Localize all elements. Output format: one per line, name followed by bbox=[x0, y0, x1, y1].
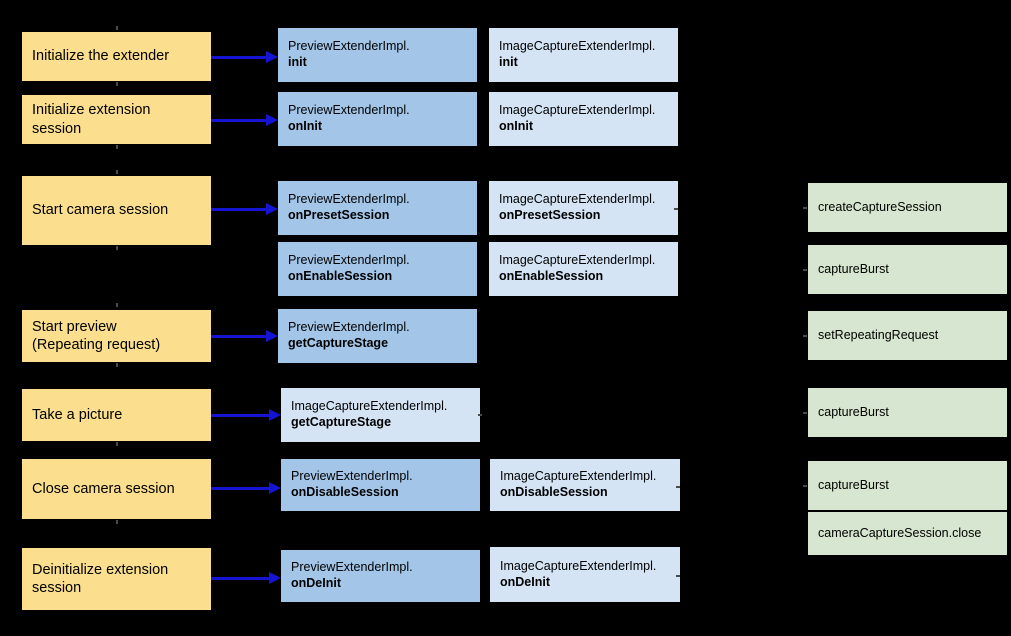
camera2-box-setrepeatingrequest: setRepeatingRequest bbox=[808, 311, 1007, 360]
camera2-label: setRepeatingRequest bbox=[818, 327, 939, 342]
preview-extender-box-init: PreviewExtenderImpl. init bbox=[278, 28, 477, 82]
stage-label-line: Initialize the extender bbox=[32, 48, 170, 65]
image-capture-extender-box-getcapturestage: ImageCaptureExtenderImpl. getCaptureStag… bbox=[281, 388, 480, 442]
preview-extender-method: onDisableSession bbox=[291, 485, 399, 499]
connector-tick bbox=[116, 363, 118, 367]
connector-tick bbox=[803, 412, 807, 414]
stage-box-deinitialize-extension-session: Deinitialize extension session bbox=[22, 548, 211, 610]
preview-extender-method: init bbox=[288, 55, 307, 69]
connector-tick bbox=[116, 82, 118, 86]
image-capture-extender-method: onPresetSession bbox=[499, 208, 601, 222]
stage-label-line: Take a picture bbox=[32, 406, 123, 423]
connector-tick bbox=[116, 26, 118, 30]
camera2-label: cameraCaptureSession.close bbox=[818, 525, 982, 540]
image-capture-extender-class: ImageCaptureExtenderImpl. bbox=[499, 192, 656, 207]
preview-extender-box-onpresetsession: PreviewExtenderImpl. onPresetSession bbox=[278, 181, 477, 235]
camera2-box-captureburst-3: captureBurst bbox=[808, 461, 1007, 510]
image-capture-extender-class: ImageCaptureExtenderImpl. bbox=[500, 469, 657, 484]
preview-extender-box-ondisablesession: PreviewExtenderImpl. onDisableSession bbox=[281, 459, 480, 511]
camera2-box-cameracapturesession-close: cameraCaptureSession.close bbox=[808, 512, 1007, 555]
image-capture-extender-box-onpresetsession: ImageCaptureExtenderImpl. onPresetSessio… bbox=[489, 181, 678, 235]
connector-tick bbox=[803, 207, 807, 209]
camera2-label: captureBurst bbox=[818, 477, 889, 492]
connector-tick bbox=[676, 575, 680, 577]
image-capture-extender-method: onDisableSession bbox=[500, 485, 608, 499]
connector-tick bbox=[116, 520, 118, 524]
preview-extender-box-oninit: PreviewExtenderImpl. onInit bbox=[278, 92, 477, 146]
preview-extender-class: PreviewExtenderImpl. bbox=[288, 192, 410, 207]
connector-tick bbox=[478, 414, 482, 416]
image-capture-extender-box-ondisablesession: ImageCaptureExtenderImpl. onDisableSessi… bbox=[490, 459, 680, 511]
preview-extender-class: PreviewExtenderImpl. bbox=[288, 103, 410, 118]
preview-extender-box-ondeinit: PreviewExtenderImpl. onDeInit bbox=[281, 550, 480, 602]
image-capture-extender-method: onDeInit bbox=[500, 574, 550, 589]
stage-label-line: Close camera session bbox=[32, 480, 175, 497]
stage-box-close-camera-session: Close camera session bbox=[22, 459, 211, 519]
preview-extender-class: PreviewExtenderImpl. bbox=[291, 469, 413, 484]
stage-label-line: session bbox=[32, 120, 82, 137]
stage-label-line: Start camera session bbox=[32, 202, 169, 219]
stage-label-line: Deinitialize extension bbox=[32, 561, 169, 578]
connector-tick bbox=[116, 442, 118, 446]
stage-box-take-a-picture: Take a picture bbox=[22, 389, 211, 441]
image-capture-extender-box-init: ImageCaptureExtenderImpl. init bbox=[489, 28, 678, 82]
stage-box-initialize-the-extender: Initialize the extender bbox=[22, 32, 211, 81]
camera2-label: captureBurst bbox=[818, 404, 889, 419]
preview-extender-box-onenablesession: PreviewExtenderImpl. onEnableSession bbox=[278, 242, 477, 296]
image-capture-extender-box-oninit: ImageCaptureExtenderImpl. onInit bbox=[489, 92, 678, 146]
connector-tick bbox=[676, 486, 680, 488]
camera2-label: createCaptureSession bbox=[818, 199, 942, 214]
image-capture-extender-class: ImageCaptureExtenderImpl. bbox=[499, 39, 656, 54]
image-capture-extender-box-ondeinit: ImageCaptureExtenderImpl. onDeInit bbox=[490, 547, 680, 602]
image-capture-extender-class: ImageCaptureExtenderImpl. bbox=[291, 399, 448, 414]
preview-extender-class: PreviewExtenderImpl. bbox=[288, 39, 410, 54]
preview-extender-method: onInit bbox=[288, 119, 323, 133]
connector-tick bbox=[803, 335, 807, 337]
image-capture-extender-class: ImageCaptureExtenderImpl. bbox=[499, 253, 656, 268]
image-capture-extender-class: ImageCaptureExtenderImpl. bbox=[499, 103, 656, 118]
preview-extender-class: PreviewExtenderImpl. bbox=[288, 320, 410, 335]
stage-box-start-preview: Start preview (Repeating request) bbox=[22, 310, 211, 362]
preview-extender-method: onPresetSession bbox=[288, 208, 390, 222]
image-capture-extender-method: onEnableSession bbox=[499, 269, 604, 283]
preview-extender-method: onDeInit bbox=[291, 576, 341, 590]
preview-extender-method: getCaptureStage bbox=[288, 336, 389, 350]
camera2-box-captureburst-2: captureBurst bbox=[808, 388, 1007, 437]
stage-label-line: Start preview bbox=[32, 318, 117, 335]
camera2-box-captureburst-1: captureBurst bbox=[808, 245, 1007, 294]
image-capture-extender-method: onInit bbox=[499, 119, 534, 133]
connector-tick bbox=[803, 485, 807, 487]
camera2-box-createcapturesession: createCaptureSession bbox=[808, 183, 1007, 232]
stage-label-line: (Repeating request) bbox=[32, 337, 161, 353]
image-capture-extender-method: getCaptureStage bbox=[291, 415, 392, 429]
stage-label-line: Initialize extension bbox=[32, 102, 151, 119]
stage-label-line: session bbox=[32, 580, 82, 596]
image-capture-extender-class: ImageCaptureExtenderImpl. bbox=[500, 558, 657, 573]
preview-extender-class: PreviewExtenderImpl. bbox=[288, 253, 410, 268]
connector-tick bbox=[674, 208, 678, 210]
connector-tick bbox=[803, 269, 807, 271]
image-capture-extender-method: init bbox=[499, 55, 518, 69]
stage-box-start-camera-session: Start camera session bbox=[22, 176, 211, 245]
stage-box-initialize-extension-session: Initialize extension session bbox=[22, 95, 211, 144]
camera2-label: captureBurst bbox=[818, 261, 889, 276]
image-capture-extender-box-onenablesession: ImageCaptureExtenderImpl. onEnableSessio… bbox=[489, 242, 678, 296]
connector-tick bbox=[116, 246, 118, 250]
preview-extender-box-getcapturestage: PreviewExtenderImpl. getCaptureStage bbox=[278, 309, 477, 363]
connector-tick bbox=[116, 170, 118, 174]
connector-tick bbox=[116, 145, 118, 149]
connector-tick bbox=[116, 303, 118, 307]
preview-extender-class: PreviewExtenderImpl. bbox=[291, 560, 413, 575]
preview-extender-method: onEnableSession bbox=[288, 269, 393, 283]
